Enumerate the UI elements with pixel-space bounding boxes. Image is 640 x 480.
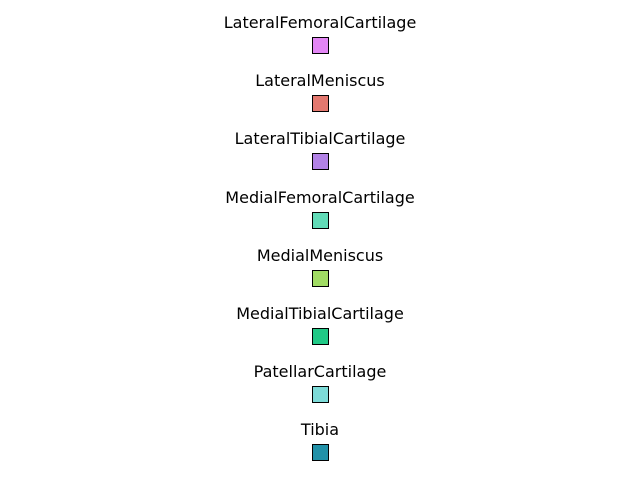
legend-entry: PatellarCartilage [0, 362, 640, 408]
color-swatch-icon [312, 328, 329, 345]
color-swatch-icon [312, 444, 329, 462]
legend-label: LateralTibialCartilage [234, 129, 406, 149]
legend-label: MedialFemoralCartilage [225, 187, 415, 207]
legend-entry: MedialFemoralCartilage [0, 188, 640, 234]
legend-label: Tibia [300, 420, 340, 440]
legend-entry: LateralFemoralCartilage [0, 13, 640, 59]
color-swatch-icon [312, 211, 329, 229]
color-swatch-icon [312, 37, 329, 54]
color-swatch-icon [312, 95, 329, 113]
legend-label: PatellarCartilage [253, 362, 387, 382]
legend-entry: Tibia [0, 420, 640, 466]
color-swatch-icon [312, 269, 329, 287]
legend-label: LateralFemoralCartilage [223, 13, 417, 32]
legend-entry: LateralTibialCartilage [0, 129, 640, 175]
legend-entry: LateralMeniscus [0, 71, 640, 117]
color-swatch-icon [312, 153, 329, 171]
legend-entry: MedialTibialCartilage [0, 304, 640, 350]
legend-label: LateralMeniscus [255, 71, 385, 91]
legend-entry: MedialMeniscus [0, 246, 640, 292]
legend-label: MedialTibialCartilage [236, 304, 404, 323]
legend-label: MedialMeniscus [256, 245, 384, 265]
color-swatch-icon [312, 386, 329, 404]
